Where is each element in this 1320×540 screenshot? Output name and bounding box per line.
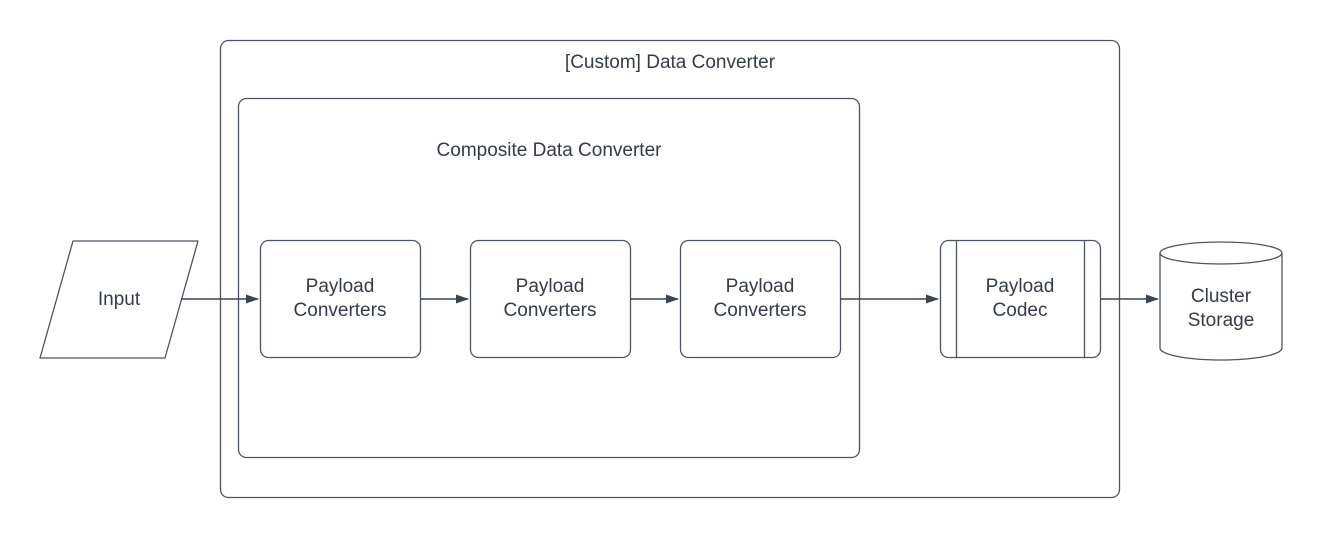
cluster-storage-cylinder-body bbox=[1159, 253, 1283, 361]
payload-converters-box-1 bbox=[259, 239, 422, 359]
cluster-storage-cylinder-top bbox=[1159, 241, 1283, 265]
payload-converters-box-3 bbox=[679, 239, 842, 359]
input-shape bbox=[39, 240, 199, 359]
payload-codec-shape bbox=[939, 239, 1102, 359]
payload-converters-box-2 bbox=[469, 239, 632, 359]
